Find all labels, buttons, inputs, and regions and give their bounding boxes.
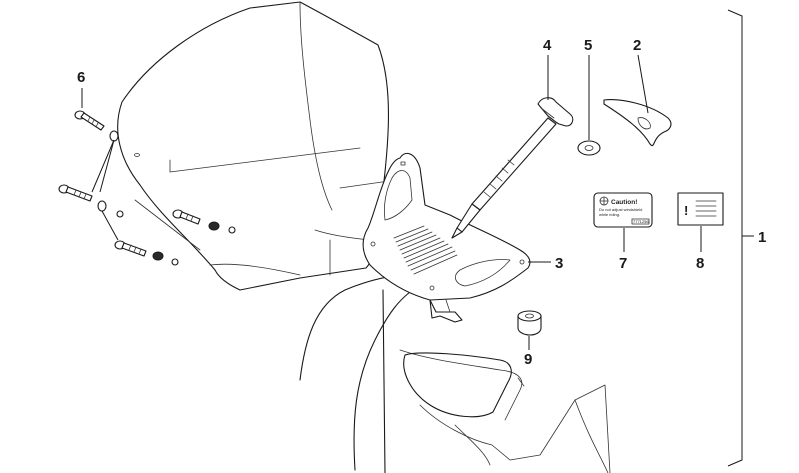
callout-7: 7 <box>619 255 627 272</box>
adjusting-knob <box>451 97 574 239</box>
caution-label-code: 7771256 <box>633 219 649 224</box>
spacer <box>517 310 542 336</box>
callout-6: 6 <box>77 69 85 86</box>
callout-9: 9 <box>524 351 532 368</box>
fairing-body <box>299 272 611 473</box>
leader-6-c <box>99 139 115 193</box>
leader-2 <box>637 54 649 114</box>
washer <box>577 140 601 156</box>
leader-6-d <box>101 210 119 241</box>
callout-8: 8 <box>696 255 704 272</box>
leader-6-b <box>91 139 115 193</box>
screw-set <box>58 110 236 266</box>
trim-cover <box>603 99 672 147</box>
bracket-grille <box>393 225 458 275</box>
bracket <box>362 152 531 323</box>
callout-2: 2 <box>633 37 641 54</box>
group-bracket-1 <box>727 9 743 467</box>
screw-c <box>172 209 236 234</box>
screw-b <box>58 184 124 218</box>
instruction-sheet: ! <box>677 192 724 226</box>
leader-lines <box>81 9 754 467</box>
caution-label-heading: Caution! <box>611 199 637 206</box>
caution-label-line1: Do not adjust windshield <box>599 207 642 212</box>
callout-1: 1 <box>758 229 766 246</box>
screw-d <box>114 240 179 266</box>
callout-3: 3 <box>555 255 563 272</box>
callout-numbers: 6 4 5 2 3 7 8 9 1 <box>77 37 766 368</box>
screw-a <box>74 110 140 157</box>
info-sheet-mark: ! <box>684 203 688 218</box>
callout-4: 4 <box>543 37 552 54</box>
callout-5: 5 <box>584 37 592 54</box>
caution-label: Caution! Do not adjust windshield while … <box>593 192 653 228</box>
caution-label-line2: while riding. <box>599 212 620 217</box>
